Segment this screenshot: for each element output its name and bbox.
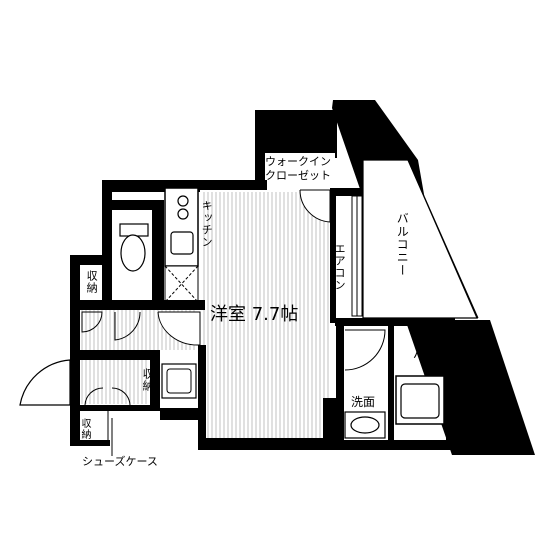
kitchen-label: キッチン	[200, 200, 214, 248]
washroom-label: 洗面	[351, 395, 376, 409]
stove-burner-2	[177, 208, 189, 220]
bathtub	[395, 375, 445, 425]
toilet-room-wall	[102, 200, 162, 210]
entrance-door-swing	[19, 359, 71, 406]
walk-in-closet-label-line2: クローゼット	[265, 169, 331, 182]
shoe-closet-door-2	[111, 387, 131, 406]
kitchen-sink	[170, 231, 194, 255]
shoe-closet-door-1	[84, 387, 104, 406]
main-room-label: 洋室 7.7帖	[210, 304, 299, 325]
balcony-area	[362, 159, 478, 319]
closet-door-swing	[299, 189, 331, 223]
main-room-floor	[200, 190, 335, 440]
toilet-tank	[119, 223, 149, 237]
door-swing-room	[157, 311, 201, 346]
washroom-door-swing	[344, 329, 386, 371]
wash-basin	[344, 411, 386, 439]
storage-label-bottom: 収納	[79, 418, 90, 440]
storage-label-middle: 収納	[141, 368, 155, 392]
storage-label-top: 収納	[85, 270, 99, 294]
door-swing-storage	[81, 311, 103, 333]
closet-top-wall	[255, 110, 337, 158]
toilet-bowl	[120, 234, 146, 272]
top-left-wall	[102, 180, 267, 192]
walk-in-closet-label-line1: ウォークイン	[265, 155, 331, 168]
balcony-label: バルコニー	[395, 212, 410, 277]
stove-burner-1	[177, 195, 189, 207]
air-conditioner-label: エアコン	[333, 243, 347, 291]
bath-label: バス	[413, 347, 438, 361]
door-swing-toilet	[114, 311, 141, 341]
shoe-case-label: シューズケース	[82, 455, 158, 468]
